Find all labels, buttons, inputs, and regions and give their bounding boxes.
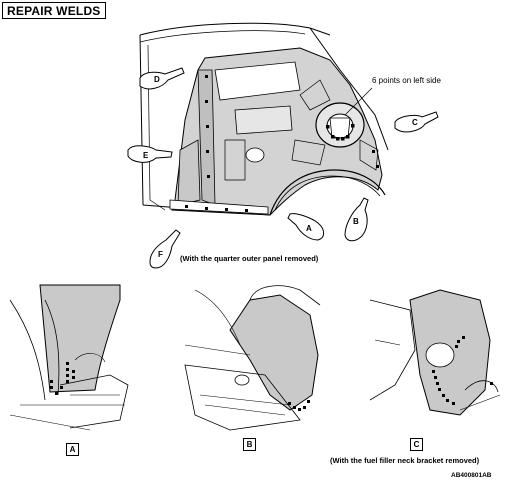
detail-view-b-drawing — [184, 285, 321, 431]
view-marker-e: E — [143, 151, 149, 160]
view-marker-a: A — [306, 224, 312, 233]
view-marker-c: C — [412, 118, 418, 127]
weld-callout: 6 points on left side — [372, 76, 441, 85]
weld-points-main — [185, 75, 379, 212]
detail-view-a-drawing — [9, 284, 129, 431]
detail-view-c-drawing — [369, 289, 501, 416]
view-arrow-d — [139, 67, 185, 90]
view-marker-f: F — [158, 250, 163, 259]
view-arrow-b — [344, 197, 369, 242]
page-title: REPAIR WELDS — [2, 2, 106, 19]
weld-points-b — [288, 400, 310, 411]
view-arrow-a — [287, 213, 325, 241]
view-arrow-f — [149, 229, 181, 269]
view-arrow-c — [394, 111, 439, 133]
detail-label-c: C — [410, 438, 423, 451]
reference-code: AB400801AB — [451, 472, 492, 479]
weld-points-c — [432, 336, 493, 405]
detail-label-b: B — [243, 438, 256, 451]
detail-label-a: A — [66, 443, 79, 456]
view-marker-b: B — [353, 217, 359, 226]
view-marker-d: D — [154, 75, 160, 84]
callout-leader — [344, 87, 373, 116]
detail-c-caption: (With the fuel filler neck bracket remov… — [330, 456, 480, 465]
weld-points-a — [50, 362, 75, 395]
view-arrow-e — [127, 145, 173, 163]
main-view-caption: (With the quarter outer panel removed) — [180, 254, 319, 263]
